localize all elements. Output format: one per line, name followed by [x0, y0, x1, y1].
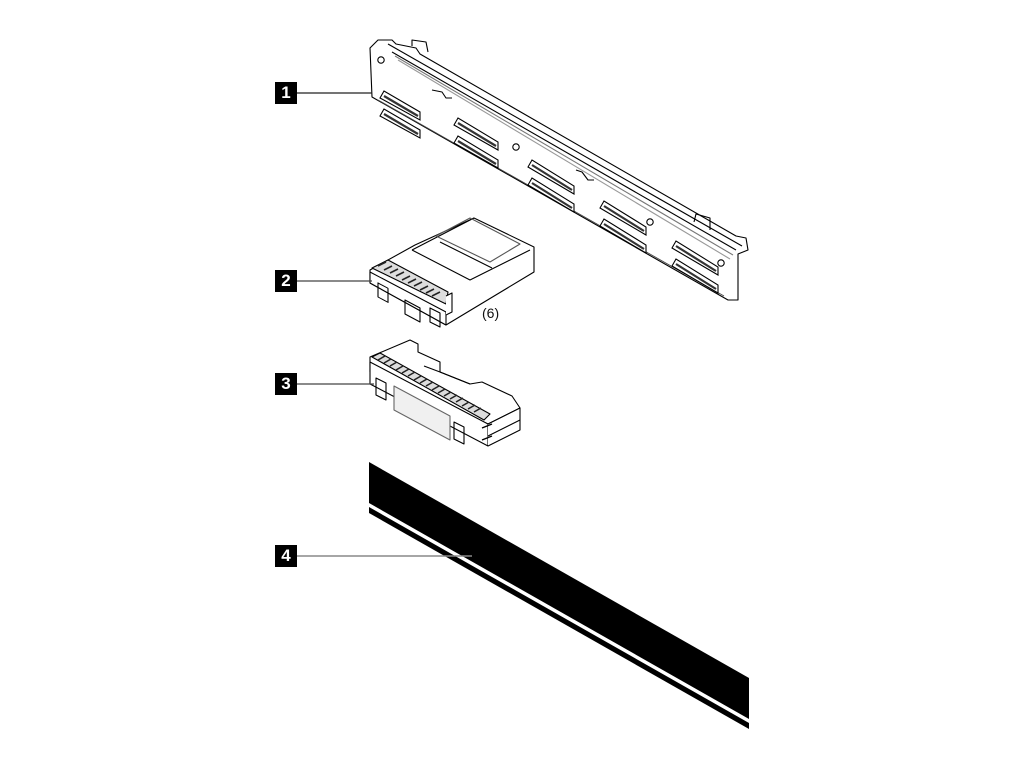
cable-part	[369, 462, 749, 729]
callout-4: 4	[275, 545, 297, 567]
leader-lines	[297, 92, 472, 557]
quantity-label: (6)	[482, 305, 500, 321]
callout-2: 2	[275, 270, 297, 292]
drive-bay-filler-part	[369, 217, 535, 328]
dual-filler-part	[369, 339, 521, 447]
callout-1: 1	[275, 82, 297, 104]
backplane-part	[369, 39, 749, 301]
backplane-connectors	[379, 90, 719, 294]
callout-3: 3	[275, 373, 297, 395]
